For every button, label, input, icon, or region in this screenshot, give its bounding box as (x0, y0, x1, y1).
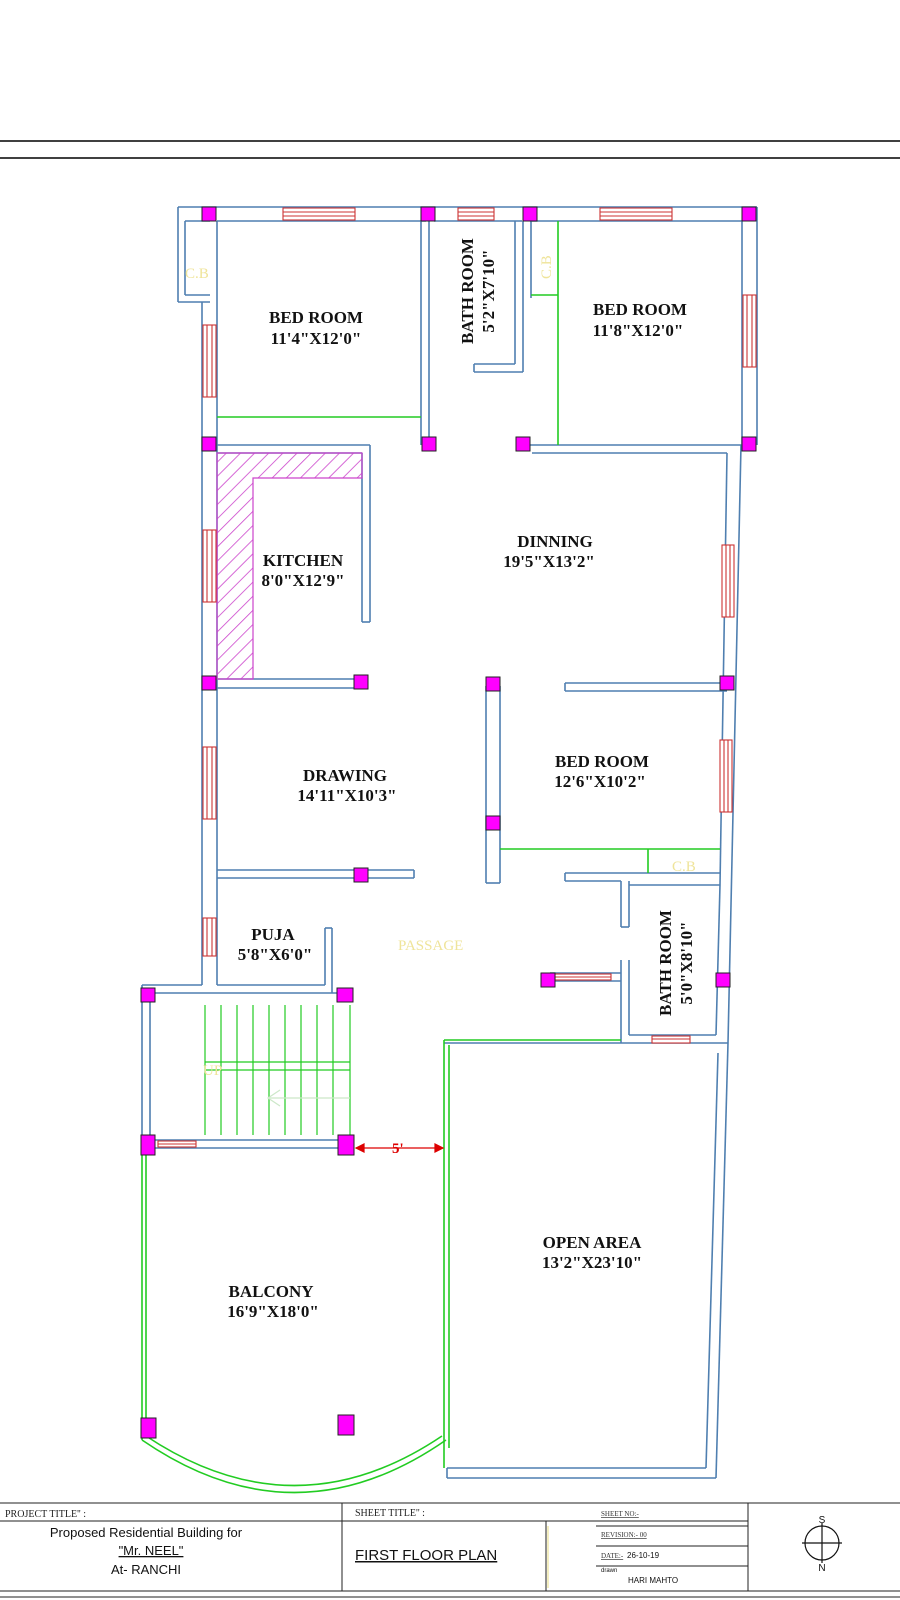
window-puja-left (202, 917, 217, 957)
sheet-title: FIRST FLOOR PLAN (355, 1547, 497, 1564)
window-bath2-bottom (651, 1035, 691, 1044)
window-drawing-left (202, 746, 217, 820)
window-bed1-top (282, 207, 356, 221)
column (540, 972, 556, 988)
bed1-name: BED ROOM (269, 308, 363, 327)
column (140, 1134, 156, 1156)
column (515, 436, 531, 452)
column (353, 867, 369, 883)
column (522, 206, 538, 222)
column (420, 206, 436, 222)
open-area-dim: 13'2"X23'10" (542, 1253, 642, 1272)
kitchen-name: KITCHEN (263, 551, 344, 570)
cb-label-3: C.B (672, 859, 696, 875)
column (741, 206, 757, 222)
bath2-name: BATH ROOM (656, 910, 675, 1016)
window-dinning-right (721, 544, 735, 618)
dinning-name: DINNING (517, 532, 593, 551)
column (201, 206, 217, 222)
window-bed3-right (719, 739, 733, 813)
window-bed2-top (599, 207, 673, 221)
window-bath1-top (457, 207, 495, 221)
window-bed1-left (202, 324, 217, 398)
balcony-name: BALCONY (228, 1282, 313, 1301)
bath1-name: BATH ROOM (458, 238, 477, 344)
column (719, 675, 735, 691)
column (337, 1414, 355, 1436)
column (715, 972, 731, 988)
sheet-no-label: SHEET NO:- (601, 1510, 639, 1518)
project-line2: "Mr. NEEL" (119, 1543, 184, 1558)
sheet-title-label: SHEET TITLE'' : (355, 1508, 425, 1519)
open-area-name: OPEN AREA (543, 1233, 642, 1252)
column (353, 674, 369, 690)
green-partitions (141, 221, 720, 1494)
dinning-dim: 19'5"X13'2" (503, 552, 595, 571)
date-value: 26-10-19 (627, 1551, 660, 1560)
revision-label: REVISION:- 00 (601, 1531, 647, 1539)
kitchen-counter (216, 452, 363, 680)
column (741, 436, 757, 452)
stair-treads (204, 1005, 351, 1135)
column (485, 676, 501, 692)
column (140, 987, 156, 1003)
project-title-label: PROJECT TITLE'' : (5, 1509, 86, 1520)
kitchen-dim: 8'0"X12'9" (261, 571, 344, 590)
window-bath2-side (554, 973, 612, 981)
gap-dimension-label: 5' (392, 1141, 404, 1157)
compass-n-label: N (818, 1563, 825, 1574)
compass-icon (802, 1523, 842, 1563)
bath2-dim: 5'0"X8'10" (677, 921, 696, 1004)
bed1-dim: 11'4"X12'0" (271, 329, 362, 348)
window-bed2-right (742, 294, 757, 368)
passage-label: PASSAGE (398, 938, 463, 954)
cb-label-1: C.B (185, 266, 209, 282)
drawn-value: HARI MAHTO (628, 1576, 678, 1585)
puja-name: PUJA (251, 925, 295, 944)
cb-label-2: C.B (539, 255, 555, 279)
column (201, 436, 217, 452)
top-border-lines (0, 140, 900, 159)
bed3-dim: 12'6"X10'2" (554, 772, 646, 791)
column (140, 1417, 157, 1439)
gap-dimension (354, 1143, 445, 1153)
bed2-dim: 11'8"X12'0" (593, 321, 684, 340)
bath1-dim: 5'2"X7'10" (479, 249, 498, 332)
stair-direction-arrow (266, 1089, 350, 1107)
column (336, 987, 354, 1003)
balcony-dim: 16'9"X18'0" (227, 1302, 319, 1321)
puja-dim: 5'8"X6'0" (238, 945, 313, 964)
window-kitchen-left (202, 529, 217, 603)
window-stair (157, 1140, 197, 1148)
column (201, 675, 217, 691)
project-line3: At- RANCHI (111, 1562, 181, 1577)
column (421, 436, 437, 452)
date-label: DATE:- (601, 1552, 624, 1560)
bed3-name: BED ROOM (555, 752, 649, 771)
title-block-frame (0, 1502, 900, 1598)
drawing-name: DRAWING (303, 766, 387, 785)
stair-up-label: UP (203, 1063, 222, 1079)
drawing-dim: 14'11"X10'3" (297, 786, 396, 805)
column (337, 1134, 355, 1156)
columns (140, 206, 757, 1439)
drawn-label: drawn (601, 1568, 617, 1574)
windows (157, 207, 757, 1148)
project-line1: Proposed Residential Building for (50, 1525, 243, 1540)
compass-s-label: S (819, 1515, 826, 1526)
bed2-name: BED ROOM (593, 300, 687, 319)
column (485, 815, 501, 831)
